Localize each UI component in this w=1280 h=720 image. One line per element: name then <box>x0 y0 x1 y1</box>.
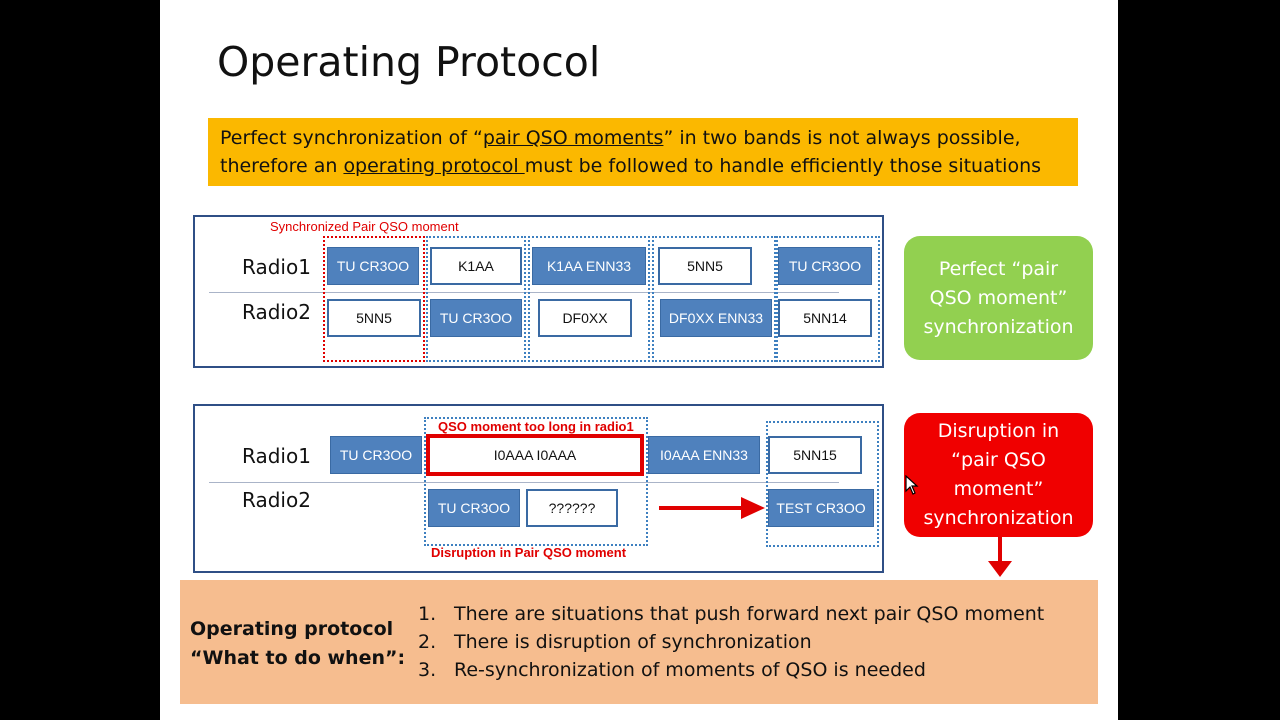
radio1-msg: K1AA <box>430 247 522 285</box>
intro-line-2: therefore an operating protocol must be … <box>220 155 1042 177</box>
mouse-cursor-icon <box>905 475 919 495</box>
radio2-msg: TEST CR3OO <box>768 489 874 527</box>
down-arrow <box>988 537 1012 577</box>
sync-moment-frame <box>323 236 425 362</box>
radio1-label: Radio1 <box>242 255 311 279</box>
radio2-msg: ?????? <box>526 489 618 527</box>
list-item-number: 2. <box>418 631 437 653</box>
radio1-msg: 5NN15 <box>768 436 862 474</box>
list-item-text: Re-synchronization of moments of QSO is … <box>454 659 926 681</box>
radio2-msg: DF0XX <box>538 299 632 337</box>
radio2-msg: 5NN5 <box>327 299 421 337</box>
radio1-msg: TU CR3OO <box>330 436 422 474</box>
push-forward-arrow <box>659 497 765 519</box>
radio1-msg: 5NN5 <box>658 247 752 285</box>
sync-moment-note: Synchronized Pair QSO moment <box>270 219 459 234</box>
intro-callout: Perfect synchronization of “pair QSO mom… <box>208 118 1078 186</box>
radio2-label: Radio2 <box>242 488 311 512</box>
sync-moment-frame <box>528 236 650 362</box>
sync-diagram-panel: Radio1 Radio2 Synchronized Pair QSO mome… <box>193 215 884 368</box>
radio1-msg: TU CR3OO <box>778 247 872 285</box>
list-item-number: 1. <box>418 603 437 625</box>
radio1-msg: TU CR3OO <box>327 247 419 285</box>
operating-protocol-label: Operating protocol “What to do when”: <box>190 618 406 669</box>
disruption-bottom-note: Disruption in Pair QSO moment <box>431 545 627 560</box>
radio2-msg: TU CR3OO <box>430 299 522 337</box>
sync-moment-frame <box>652 236 776 362</box>
radio1-label: Radio1 <box>242 444 311 468</box>
perfect-sync-bubble: Perfect “pair QSO moment” synchronizatio… <box>904 236 1093 360</box>
disrupted-moment-frame <box>424 417 648 546</box>
slide: Operating Protocol Perfect synchronizati… <box>160 0 1118 720</box>
sync-moment-frame <box>426 236 526 362</box>
sync-moment-frame <box>776 236 880 362</box>
disruption-top-note: QSO moment too long in radio1 <box>438 419 634 434</box>
list-item-text: There is disruption of synchronization <box>454 631 812 653</box>
radio2-msg: 5NN14 <box>778 299 872 337</box>
radio2-msg: DF0XX ENN33 <box>660 299 772 337</box>
radio1-msg: K1AA ENN33 <box>532 247 646 285</box>
radio2-msg: TU CR3OO <box>428 489 520 527</box>
radio-separator <box>209 482 839 483</box>
list-item-number: 3. <box>418 659 437 681</box>
list-item-text: There are situations that push forward n… <box>454 603 1045 625</box>
disruption-diagram-panel: Radio1 Radio2 QSO moment too long in rad… <box>193 404 884 573</box>
resync-moment-frame <box>766 421 879 547</box>
radio1-msg: I0AAA ENN33 <box>648 436 760 474</box>
intro-line-1: Perfect synchronization of “pair QSO mom… <box>220 127 1021 149</box>
slide-title: Operating Protocol <box>217 38 601 86</box>
radio2-label: Radio2 <box>242 300 311 324</box>
disruption-bubble: Disruption in “pair QSO moment” synchron… <box>904 413 1093 537</box>
operating-protocol-panel <box>180 580 1098 704</box>
radio1-msg-too-long: I0AAA I0AAA <box>426 434 644 476</box>
